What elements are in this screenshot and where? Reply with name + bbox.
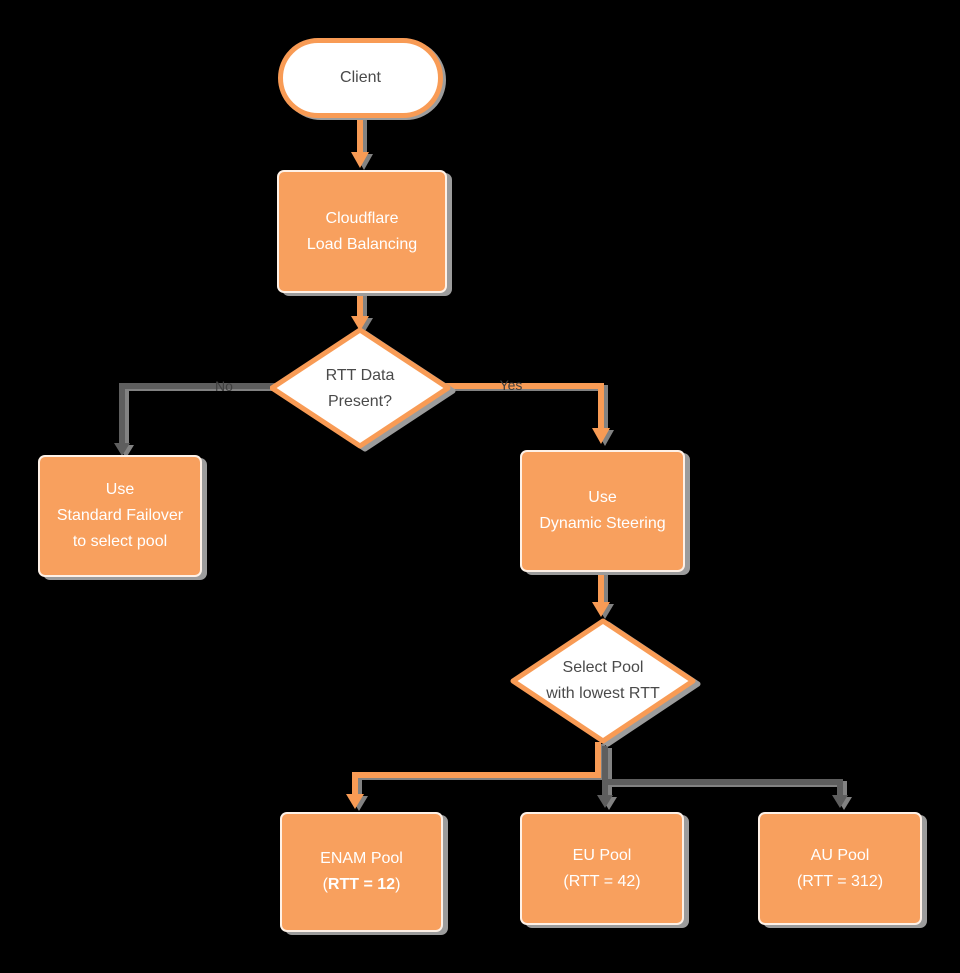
select-pool-line1: Select Pool [562, 659, 644, 676]
standard-failover-line3: to select pool [72, 533, 168, 550]
rtt-present-line2: Present? [327, 393, 393, 410]
edge-rtt-no-to-failover [114, 383, 281, 456]
eu-pool-line2: (RTT = 42) [563, 872, 641, 890]
node-client-label: Client [340, 69, 381, 86]
enam-pool-paren-close: ) [395, 876, 401, 893]
edge-dynamic-to-selectpool [592, 572, 610, 617]
standard-failover-line2: Standard Failover [56, 507, 184, 524]
node-standard-failover: Use Standard Failover to select pool [38, 455, 202, 577]
edge-label-no: No [215, 378, 233, 394]
enam-pool-paren-open: ( [322, 876, 328, 893]
select-pool-line2: with lowest RTT [546, 685, 660, 702]
edge-label-yes: Yes [499, 377, 523, 393]
edge-loadbalancing-to-rtt [351, 293, 369, 331]
load-balancing-line1: Cloudflare [325, 209, 399, 227]
node-load-balancing: Cloudflare Load Balancing [277, 170, 447, 293]
au-pool-line2: (RTT = 312) [796, 872, 884, 890]
enam-pool-rtt-value: RTT = 12 [327, 876, 396, 893]
dynamic-steering-line1: Use [588, 489, 617, 506]
edge-selectpool-to-au [605, 779, 848, 808]
node-enam-pool: ENAM Pool (RTT = 12) [280, 812, 443, 932]
node-rtt-present-label: RTT Data Present? [290, 360, 430, 418]
node-client: Client [278, 38, 443, 118]
edge-client-to-loadbalancing [351, 118, 369, 168]
au-pool-line1: AU Pool [810, 846, 870, 864]
node-select-pool-shape [510, 618, 696, 744]
rtt-present-line1: RTT Data [325, 367, 395, 384]
standard-failover-line1: Use [105, 481, 135, 498]
node-eu-pool: EU Pool (RTT = 42) [520, 812, 684, 925]
eu-pool-line1: EU Pool [572, 846, 632, 864]
node-dynamic-steering: Use Dynamic Steering [520, 450, 685, 572]
node-select-pool-label: Select Pool with lowest RTT [516, 652, 690, 710]
node-au-pool: AU Pool (RTT = 312) [758, 812, 922, 925]
load-balancing-line2: Load Balancing [306, 235, 418, 253]
edge-selectpool-to-enam [346, 742, 601, 809]
enam-pool-line2: (RTT = 12) [323, 872, 401, 898]
edge-selectpool-to-eu [597, 746, 613, 808]
enam-pool-line1: ENAM Pool [320, 850, 403, 867]
node-rtt-present-shape [270, 327, 451, 449]
dynamic-steering-line2: Dynamic Steering [539, 515, 666, 532]
edge-rtt-yes-to-dynamic [440, 383, 610, 444]
